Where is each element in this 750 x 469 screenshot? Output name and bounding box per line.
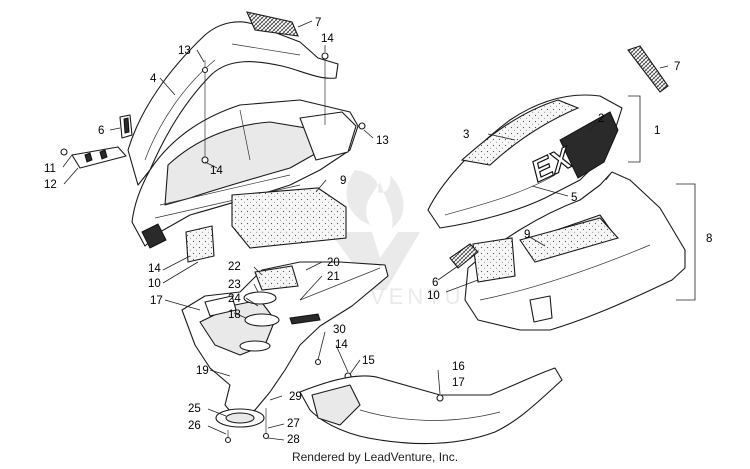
vent-grille-top bbox=[246, 11, 299, 37]
callout-8: 8 bbox=[706, 233, 712, 245]
leader-lines bbox=[62, 20, 669, 441]
footer-credit: Rendered by LeadVenture, Inc. bbox=[291, 450, 459, 464]
callout-18: 18 bbox=[228, 309, 241, 321]
bracket-group-8 bbox=[676, 183, 696, 301]
callout-28: 28 bbox=[287, 434, 300, 446]
watermark-logo bbox=[330, 170, 420, 290]
side-light-right bbox=[449, 243, 479, 269]
callout-13: 13 bbox=[178, 45, 191, 57]
bottom-pan bbox=[299, 367, 563, 445]
callout-7: 7 bbox=[315, 17, 321, 29]
callout-29: 29 bbox=[289, 391, 302, 403]
base-cup bbox=[215, 408, 265, 428]
callout-10-right: 10 bbox=[427, 290, 440, 302]
foam-pad-left bbox=[231, 187, 347, 249]
callout-6-right: 6 bbox=[432, 277, 438, 289]
callout-12: 12 bbox=[44, 179, 57, 191]
decal-panel bbox=[460, 99, 580, 166]
callout-16: 16 bbox=[452, 361, 465, 373]
bracket-12 bbox=[60, 146, 127, 169]
callout-11: 11 bbox=[44, 163, 56, 175]
callout-14-low: 14 bbox=[148, 263, 161, 275]
foam-pad-small-left bbox=[185, 225, 215, 263]
callout-13-right: 13 bbox=[376, 135, 389, 147]
console-tail bbox=[141, 223, 167, 249]
callout-30: 30 bbox=[333, 324, 346, 336]
callout-14-mid: 14 bbox=[210, 165, 223, 177]
callout-17-left: 17 bbox=[150, 295, 163, 307]
foam-pad-right bbox=[519, 217, 619, 263]
callout-24: 24 bbox=[228, 293, 241, 305]
callout-26: 26 bbox=[188, 420, 201, 432]
callout-19: 19 bbox=[196, 365, 209, 377]
bracket-group-1 bbox=[628, 95, 641, 163]
callout-27: 27 bbox=[287, 418, 300, 430]
callout-15: 15 bbox=[362, 355, 375, 367]
lower-console bbox=[181, 261, 389, 419]
callout-5: 5 bbox=[571, 192, 577, 204]
callout-labels: 7 14 13 4 6 11 12 14 13 9 14 10 7 2 1 3 … bbox=[44, 17, 712, 446]
side-light-left bbox=[119, 114, 133, 139]
callout-9-right: 9 bbox=[524, 229, 530, 241]
callout-6: 6 bbox=[98, 125, 104, 137]
callout-3: 3 bbox=[463, 129, 469, 141]
callout-7-right: 7 bbox=[674, 61, 680, 73]
foam-pad-small-right bbox=[472, 237, 516, 283]
callout-20: 20 bbox=[327, 257, 340, 269]
callout-4: 4 bbox=[150, 73, 157, 85]
callout-17-right: 17 bbox=[452, 377, 465, 389]
callout-2: 2 bbox=[598, 113, 604, 125]
fasteners-left bbox=[201, 52, 366, 164]
callout-1: 1 bbox=[654, 125, 660, 137]
callout-25: 25 bbox=[188, 403, 201, 415]
callout-14: 14 bbox=[321, 33, 334, 45]
callout-23: 23 bbox=[228, 279, 241, 291]
callout-9-left: 9 bbox=[340, 175, 346, 187]
callout-10-left: 10 bbox=[148, 278, 161, 290]
vent-grille-right bbox=[627, 45, 669, 93]
callout-14-bottom: 14 bbox=[335, 339, 348, 351]
right-side-panel bbox=[427, 94, 623, 229]
callout-22: 22 bbox=[228, 261, 241, 273]
callout-21: 21 bbox=[327, 271, 340, 283]
